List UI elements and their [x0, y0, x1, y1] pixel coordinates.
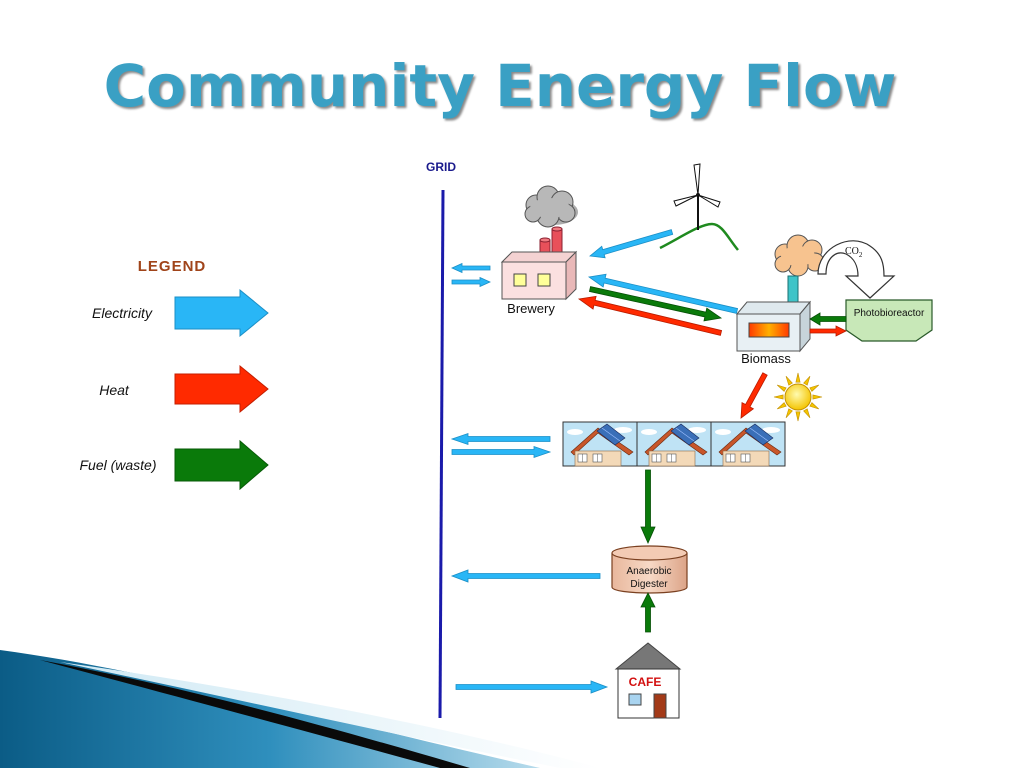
house-with-solar-panels-icon [562, 421, 638, 467]
legend-arrow-fuel [174, 439, 269, 491]
electricity-arrow-houses-to-grid [450, 432, 551, 446]
electricity-arrow-grid-to-cafe [455, 680, 609, 694]
digester-label-line2: Digester [630, 579, 668, 590]
electricity-arrow-brewery-to-grid [451, 262, 491, 274]
wind-turbine-icon [659, 163, 739, 251]
biomass: Biomass [735, 234, 825, 366]
decorative-swoosh [0, 650, 600, 768]
fuel-arrow-photobioreactor-to-biomass [809, 312, 847, 326]
photobioreactor-label: Photobioreactor [854, 308, 925, 319]
legend: LEGEND Electricity Heat Fuel (waste) [79, 258, 269, 491]
cafe: CAFE [614, 642, 682, 719]
grid-line [438, 189, 445, 719]
digester-label-line1: Anaerobic [626, 566, 671, 577]
photobioreactor: Photobioreactor [845, 299, 933, 342]
electricity-arrow-wind-to-brewery [589, 229, 674, 259]
fuel-arrow-brewery-to-biomass [588, 286, 723, 322]
grid-label: GRID [426, 160, 456, 174]
house-with-solar-panels-icon [636, 421, 712, 467]
brewery: Brewery [500, 185, 578, 316]
legend-title: LEGEND [138, 258, 207, 275]
legend-label-heat: Heat [99, 382, 130, 398]
heat-arrow-biomass-to-brewery [577, 295, 723, 336]
houses [562, 421, 786, 467]
heat-arrow-biomass-to-houses [740, 372, 768, 419]
grid: GRID [426, 160, 456, 719]
sun-icon [773, 372, 823, 422]
house-with-solar-panels-icon [710, 421, 786, 467]
biomass-label: Biomass [741, 351, 791, 366]
smoke-cloud-icon [774, 234, 825, 277]
electricity-arrow-biomass-to-brewery [587, 273, 739, 314]
electricity-arrow-grid-to-houses [451, 445, 552, 459]
fuel-arrow-cafe-to-digester [640, 592, 656, 633]
cafe-label: CAFE [629, 675, 662, 689]
fuel-arrow-houses-to-digester [640, 469, 656, 544]
brewery-label: Brewery [507, 301, 555, 316]
legend-label-fuel: Fuel (waste) [79, 457, 156, 473]
flow-arrows [450, 229, 847, 694]
page-title: Community Energy Flow [103, 52, 897, 120]
co2-label: CO2 [845, 246, 863, 259]
legend-label-electricity: Electricity [92, 305, 153, 321]
heat-arrow-biomass-to-photobioreactor [809, 325, 847, 337]
anaerobic-digester: Anaerobic Digester [611, 545, 688, 594]
legend-arrow-electricity [174, 288, 269, 338]
co2-arrow: CO2 [817, 240, 896, 299]
legend-arrow-heat [174, 364, 269, 414]
smoke-cloud-icon [524, 185, 578, 228]
electricity-arrow-digester-to-grid [450, 569, 601, 583]
electricity-arrow-grid-to-brewery [451, 276, 491, 288]
